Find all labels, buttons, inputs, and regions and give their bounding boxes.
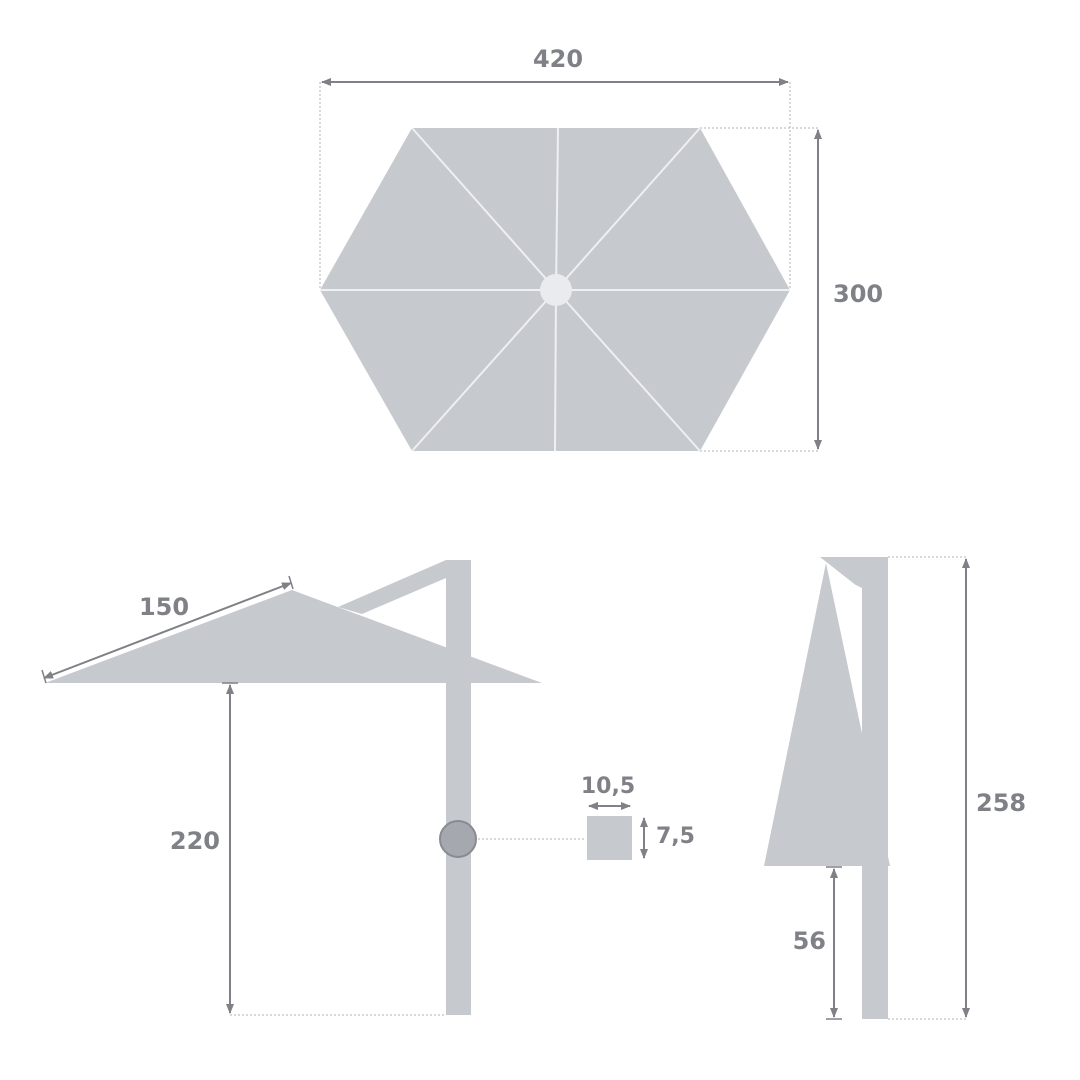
base-height-dimension-label: 56 <box>793 927 826 955</box>
canopy-ribs <box>320 127 790 452</box>
clearance-height-dimension-label: 220 <box>170 827 220 855</box>
top-view-guides <box>319 82 818 452</box>
front-view-guides <box>888 556 966 1020</box>
side-view-guides <box>230 838 584 1016</box>
pole-cross-section <box>587 816 632 860</box>
front-view: 258 56 <box>764 556 1026 1020</box>
pole-width-dimension-label: 10,5 <box>581 774 635 799</box>
front-arm-bracket <box>820 557 888 590</box>
arm-tick-right <box>288 575 294 590</box>
top-view: 420 300 <box>319 45 883 452</box>
pole-joint <box>439 820 477 858</box>
width-dimension-label: 420 <box>533 45 583 73</box>
front-canopy <box>764 563 890 866</box>
depth-dimension-label: 300 <box>833 280 883 308</box>
arm-length-dimension-label: 150 <box>139 593 189 621</box>
arm-tick-left <box>41 669 47 684</box>
side-pole <box>446 560 471 1015</box>
arm-length-dimension-arrow <box>43 582 292 679</box>
pole-depth-dimension-label: 7,5 <box>656 824 695 849</box>
canopy-hub <box>540 274 572 306</box>
front-canopy-gap <box>829 572 862 724</box>
side-view: 150 220 10,5 7,5 <box>41 560 695 1016</box>
total-height-dimension-label: 258 <box>976 789 1026 817</box>
side-upper-arm <box>338 560 446 614</box>
